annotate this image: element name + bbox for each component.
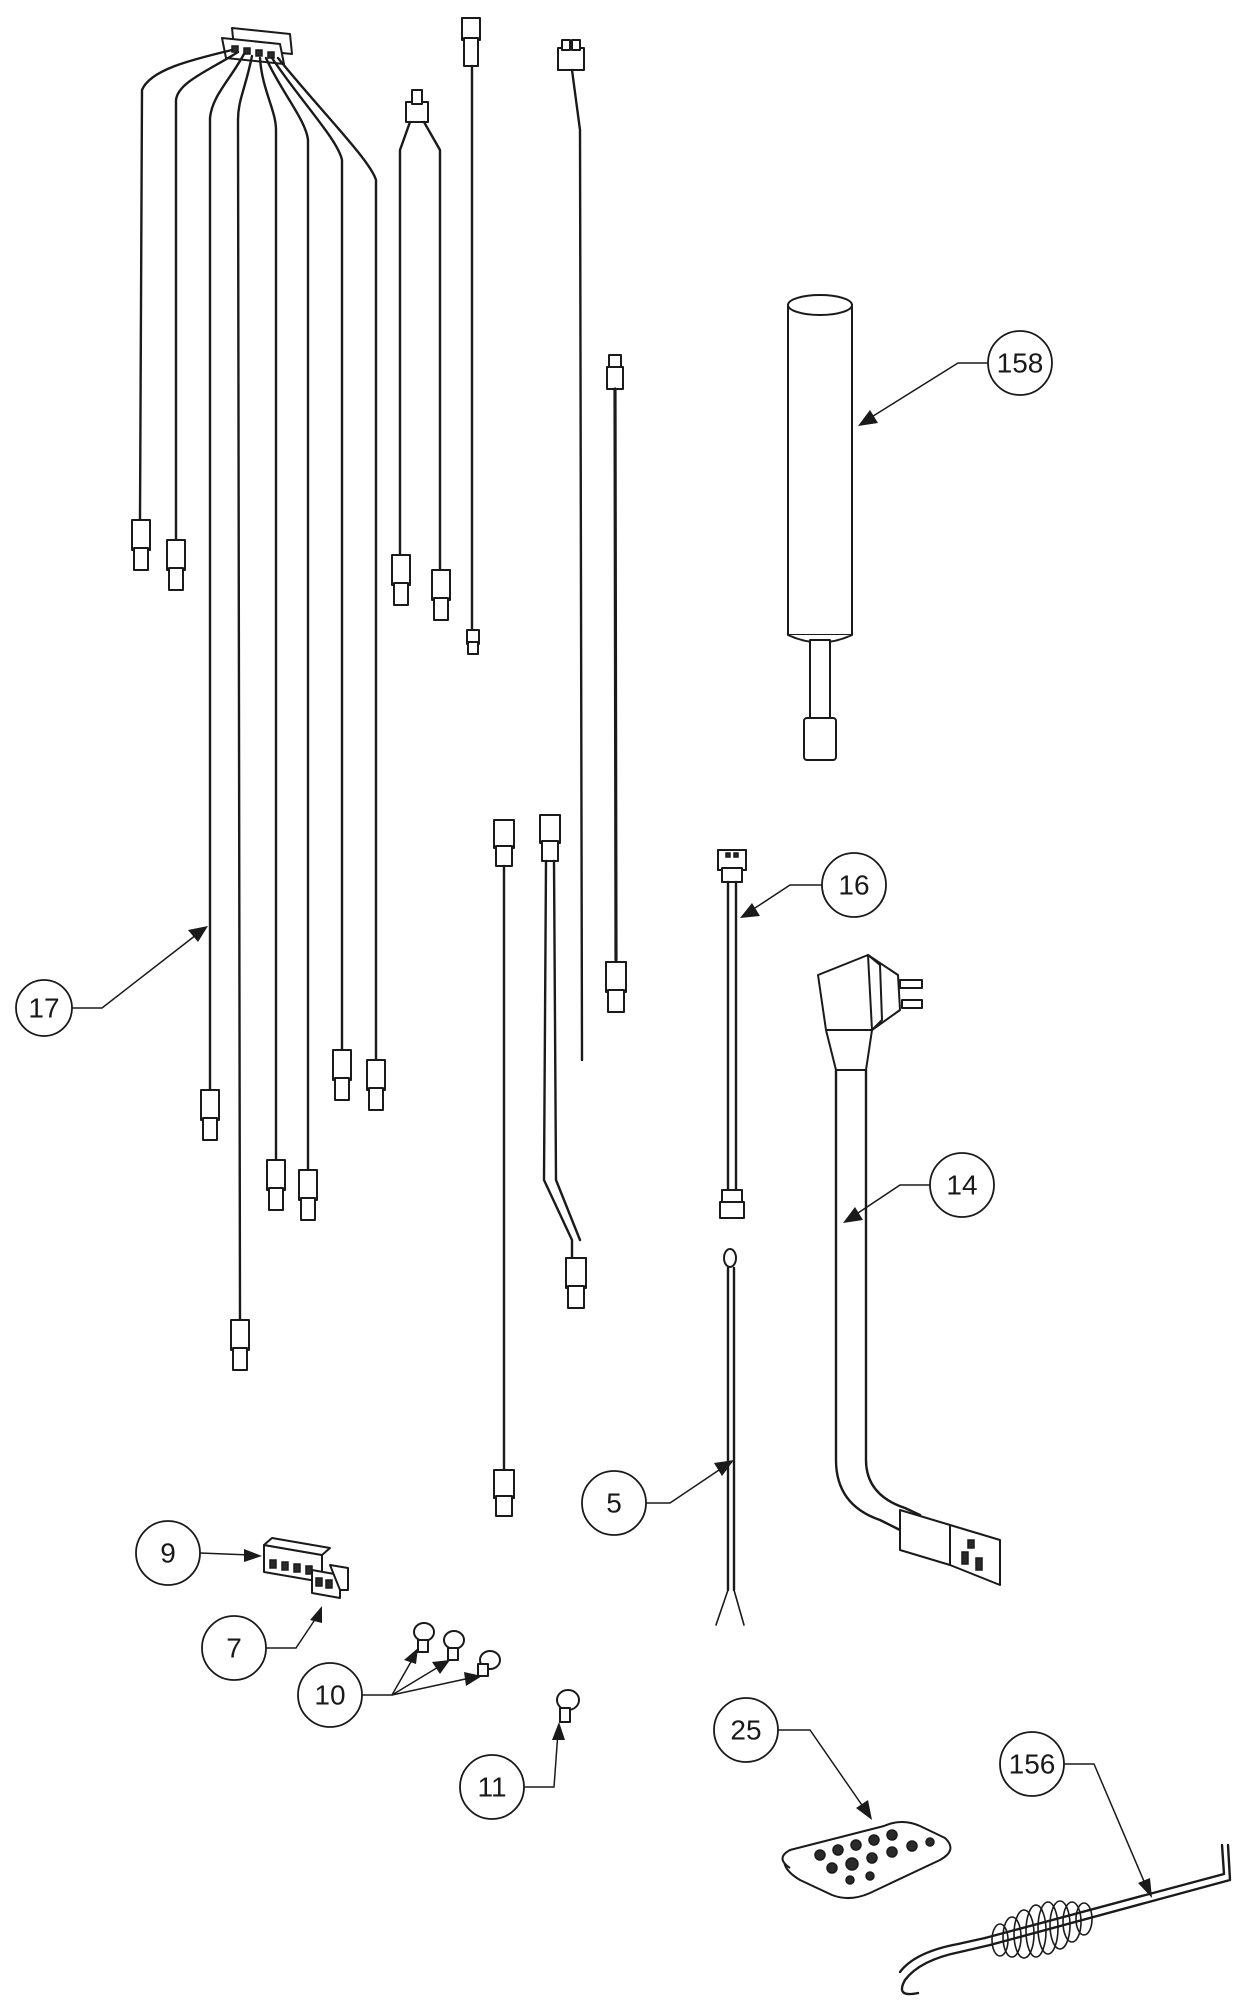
callout-label-14: 14 — [946, 1170, 977, 1201]
callout-158: 158 — [858, 330, 1053, 426]
callout-label-158: 158 — [997, 348, 1044, 379]
y-splitter-wire — [391, 89, 451, 621]
spring-hook-156 — [898, 1843, 1232, 1996]
power-cord-14 — [817, 954, 1001, 1586]
callout-label-25: 25 — [730, 1715, 761, 1746]
callout-11: 11 — [459, 1722, 565, 1820]
callout-14: 14 — [843, 1152, 995, 1223]
callout-label-9: 9 — [160, 1538, 176, 1569]
callout-label-5: 5 — [606, 1488, 622, 1519]
terminal-block-9 — [263, 1537, 331, 1583]
harness-top-connector — [221, 27, 293, 65]
callout-10: 10 — [297, 1648, 482, 1728]
short-cable-16 — [717, 849, 747, 1219]
straight-wire-pair — [493, 814, 587, 1517]
cylinder-part-158 — [787, 294, 853, 761]
callout-17: 17 — [15, 926, 208, 1037]
callout-label-16: 16 — [838, 870, 869, 901]
callout-156: 156 — [999, 1731, 1152, 1898]
single-wire-a — [461, 17, 481, 655]
callout-16: 16 — [740, 852, 887, 918]
callout-label-17: 17 — [28, 993, 59, 1024]
callout-7: 7 — [201, 1606, 322, 1681]
callout-label-11: 11 — [477, 1772, 506, 1803]
callout-label-7: 7 — [226, 1633, 242, 1664]
terminal-block-7 — [311, 1564, 349, 1599]
callout-25: 25 — [713, 1697, 872, 1820]
callout-label-156: 156 — [1009, 1749, 1056, 1780]
single-wire-b — [557, 39, 585, 1062]
callout-5: 5 — [581, 1460, 734, 1536]
callout-9: 9 — [135, 1520, 262, 1586]
cable-clips-10 — [413, 1622, 501, 1677]
cable-clip-11 — [556, 1689, 580, 1723]
callout-label-10: 10 — [314, 1680, 345, 1711]
sensor-wire-5 — [715, 1248, 745, 1626]
single-wire-c — [605, 354, 627, 1013]
remote-control-25 — [781, 1821, 952, 1899]
wire-harness-17 — [131, 27, 386, 1371]
harness-end-connectors — [131, 519, 386, 1371]
spring-coil — [991, 1900, 1093, 1959]
